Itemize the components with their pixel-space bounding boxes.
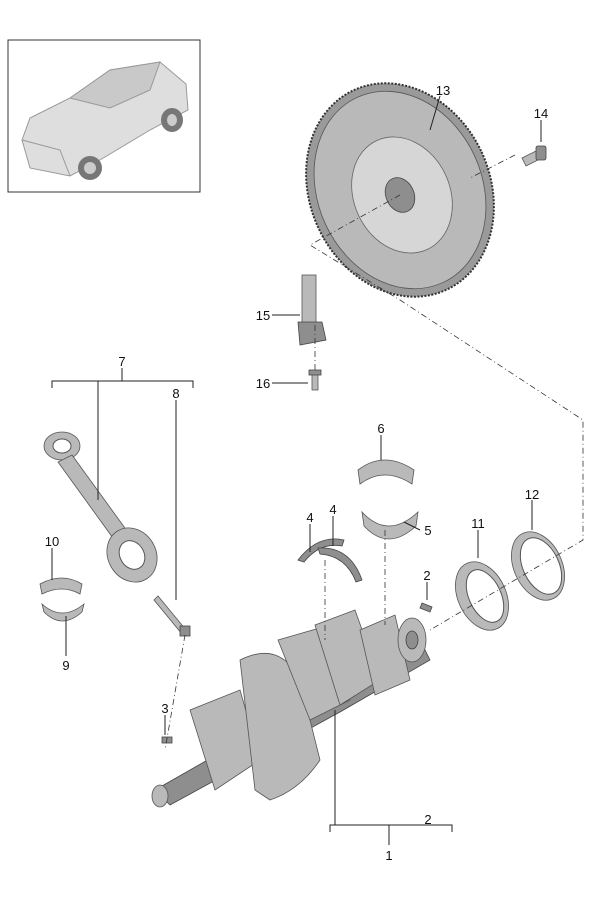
rod-bearing-shells[interactable]	[39, 577, 85, 622]
callout-14[interactable]: 14	[534, 106, 548, 121]
callout-3[interactable]: 3	[161, 701, 168, 716]
dowel-pin[interactable]	[419, 602, 433, 613]
flywheel-bolt[interactable]	[521, 145, 547, 167]
callout-8[interactable]: 8	[172, 386, 179, 401]
crankshaft[interactable]	[151, 609, 431, 808]
callout-15[interactable]: 15	[256, 308, 270, 323]
callout-13[interactable]: 13	[436, 83, 450, 98]
seal-rings[interactable]	[445, 523, 575, 639]
vehicle-thumbnail[interactable]	[7, 39, 201, 193]
callout-12[interactable]: 12	[525, 487, 539, 502]
callout-4b[interactable]: 4	[329, 502, 336, 517]
callout-9[interactable]: 9	[62, 658, 69, 673]
callout-2b[interactable]: 2	[424, 812, 431, 827]
thrust-washers[interactable]	[297, 538, 363, 583]
callout-11[interactable]: 11	[471, 516, 485, 531]
callout-7[interactable]: 7	[118, 354, 125, 369]
sensor-part[interactable]	[297, 274, 327, 346]
connecting-rod[interactable]	[43, 431, 167, 591]
sensor-bolt[interactable]	[308, 369, 322, 391]
flywheel[interactable]	[272, 52, 528, 327]
callout-4a[interactable]: 4	[306, 510, 313, 525]
callout-2a[interactable]: 2	[423, 568, 430, 583]
leader-lines	[51, 95, 542, 845]
callout-5[interactable]: 5	[424, 523, 431, 538]
rod-bolt[interactable]	[153, 595, 191, 637]
main-bearing-shells[interactable]	[357, 459, 419, 540]
callout-1[interactable]: 1	[385, 848, 392, 863]
callout-16[interactable]: 16	[256, 376, 270, 391]
callout-10[interactable]: 10	[45, 534, 59, 549]
dash-lines	[164, 154, 584, 751]
callout-labels: 13 14 15 16 7 8 6 4 4 5 10 9 11 12 2 3 2…	[45, 83, 548, 863]
callout-6[interactable]: 6	[377, 421, 384, 436]
